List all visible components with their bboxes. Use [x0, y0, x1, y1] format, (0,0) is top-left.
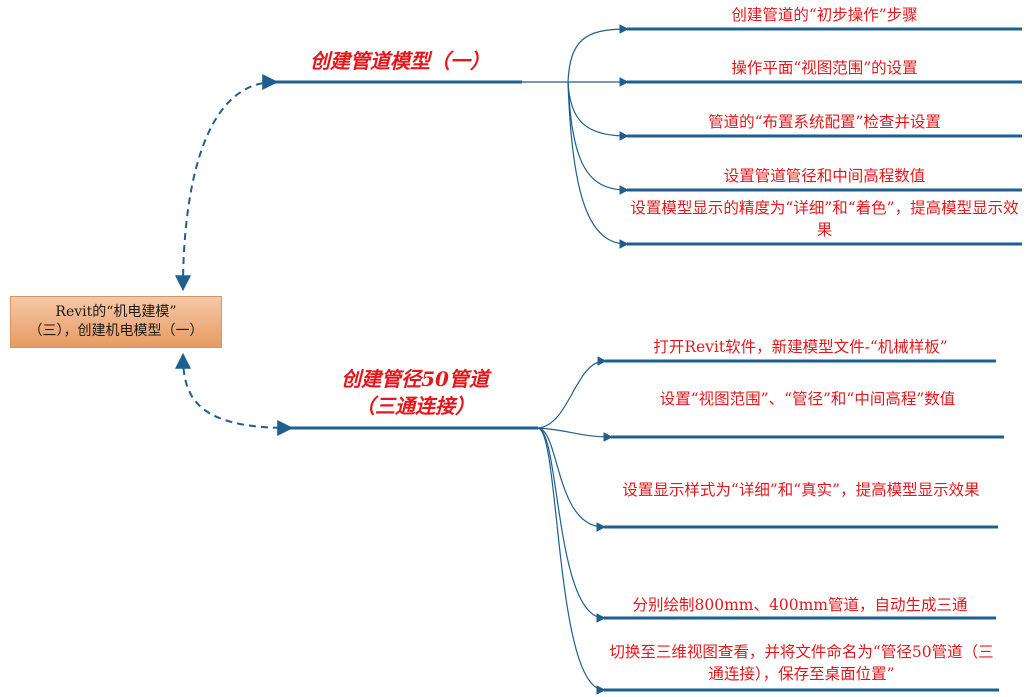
branch1-item-5: 设置模型显示的精度为“详细”和“着色”，提高模型显示效果: [630, 199, 1019, 239]
branch2-item-1: 打开Revit软件，新建模型文件-“机械样板”: [653, 338, 948, 356]
branch1-item-2: 操作平面“视图范围”的设置: [731, 59, 918, 77]
branch2-item-4: 分别绘制800mm、400mm管道，自动生成三通: [632, 596, 968, 614]
branch1-item-3: 管道的“布置系统配置”检查并设置: [708, 113, 941, 131]
branch1-item-1: 创建管道的“初步操作”步骤: [731, 6, 918, 24]
root-label-line2: （三），创建机电模型（一）: [28, 323, 204, 339]
branch1-item-4: 设置管道管径和中间高程数值: [723, 167, 926, 185]
branch2-item-5: 切换至三维视图查看，并将文件命名为“管径50管道（三通连接），保存至桌面位置”: [609, 643, 994, 683]
dashed-connector-bottom: [175, 352, 294, 436]
branch1-title: 创建管道模型（一）: [310, 49, 490, 73]
root-label-line1: Revit的“机电建模”: [55, 304, 177, 320]
dashed-connector-top: [175, 74, 279, 292]
branch2-title-line2: （三通连接）: [355, 394, 475, 418]
branch2-title: 创建管径50管道 （三通连接）: [300, 366, 530, 420]
root-node: Revit的“机电建模” （三），创建机电模型（一）: [10, 296, 222, 348]
branch2-item-2: 设置“视图范围”、“管径”和“中间高程”数值: [659, 390, 956, 408]
branch2-item-3: 设置显示样式为“详细”和“真实”，提高模型显示效果: [622, 481, 980, 499]
branch2-title-line1: 创建管径50管道: [341, 367, 489, 391]
